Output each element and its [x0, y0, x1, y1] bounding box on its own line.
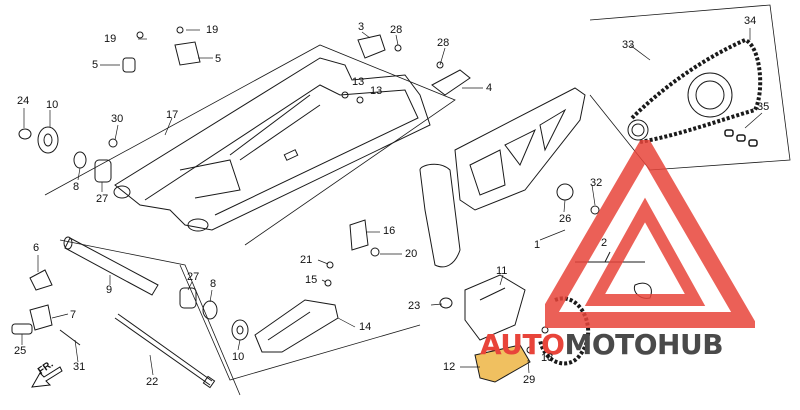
callout-number: 18	[541, 352, 554, 364]
callout-number: 14	[359, 321, 372, 333]
callout-number: 23	[408, 300, 421, 312]
callout-number: 33	[622, 39, 635, 51]
callout-number: 2	[601, 237, 608, 249]
chain-slider	[254, 299, 339, 353]
front-direction-arrow-icon	[31, 366, 63, 388]
callout-number: 26	[559, 213, 572, 225]
callout-number: 20	[405, 248, 418, 260]
callout-number: 30	[111, 113, 124, 125]
callout-number: 12	[443, 361, 456, 373]
callout-number: 9	[106, 284, 113, 296]
bearings	[18, 126, 574, 341]
drive-chain-set	[627, 37, 763, 147]
callout-number: 10	[46, 99, 59, 111]
callout-number: 10	[232, 351, 245, 363]
watermark-logo-triangle	[545, 140, 755, 328]
callout-number: 28	[437, 37, 450, 49]
callout-number: 15	[305, 274, 318, 286]
brand-suffix: MOTOHUB	[564, 328, 724, 361]
callout-number: 19	[206, 24, 219, 36]
callout-number: 5	[92, 59, 99, 71]
swingarm	[113, 57, 431, 232]
callout-number: 19	[104, 33, 117, 45]
callout-number: 13	[370, 85, 383, 97]
callout-number: 27	[96, 193, 109, 205]
callout-number: 5	[215, 53, 222, 65]
brand-logo: AUTOMOTOHUB	[480, 328, 724, 361]
callout-number: 24	[17, 95, 30, 107]
callout-number: 25	[14, 345, 27, 357]
callout-number: 27	[187, 271, 200, 283]
callout-number: 1	[534, 239, 541, 251]
callout-number: 22	[146, 376, 159, 388]
callout-number: 17	[166, 109, 179, 121]
callout-number: 31	[73, 361, 86, 373]
callout-number: 28	[390, 24, 403, 36]
callout-number: 35	[757, 101, 770, 113]
pivot-bolt	[114, 313, 216, 389]
callout-number: 7	[70, 309, 77, 321]
group-boundaries	[44, 4, 791, 396]
callout-number: 4	[486, 82, 493, 94]
callout-number: 32	[590, 177, 603, 189]
callout-number: 13	[352, 76, 365, 88]
callout-number: 8	[210, 278, 217, 290]
chain-guard	[419, 87, 586, 268]
callout-number: 21	[300, 254, 313, 266]
leader-lines	[21, 28, 763, 376]
callout-number: 6	[33, 242, 40, 254]
brand-prefix: AUTO	[480, 328, 565, 361]
tensioner-block	[464, 274, 526, 341]
callout-number: 34	[744, 15, 757, 27]
callout-number: 8	[73, 181, 80, 193]
chain-guide-lower	[474, 344, 531, 383]
fasteners	[11, 26, 600, 354]
callout-number: 3	[358, 21, 365, 33]
callout-number: 29	[523, 374, 536, 386]
callout-number: 16	[383, 225, 396, 237]
pivot-shaft	[63, 236, 159, 296]
callout-number: 11	[496, 265, 508, 277]
